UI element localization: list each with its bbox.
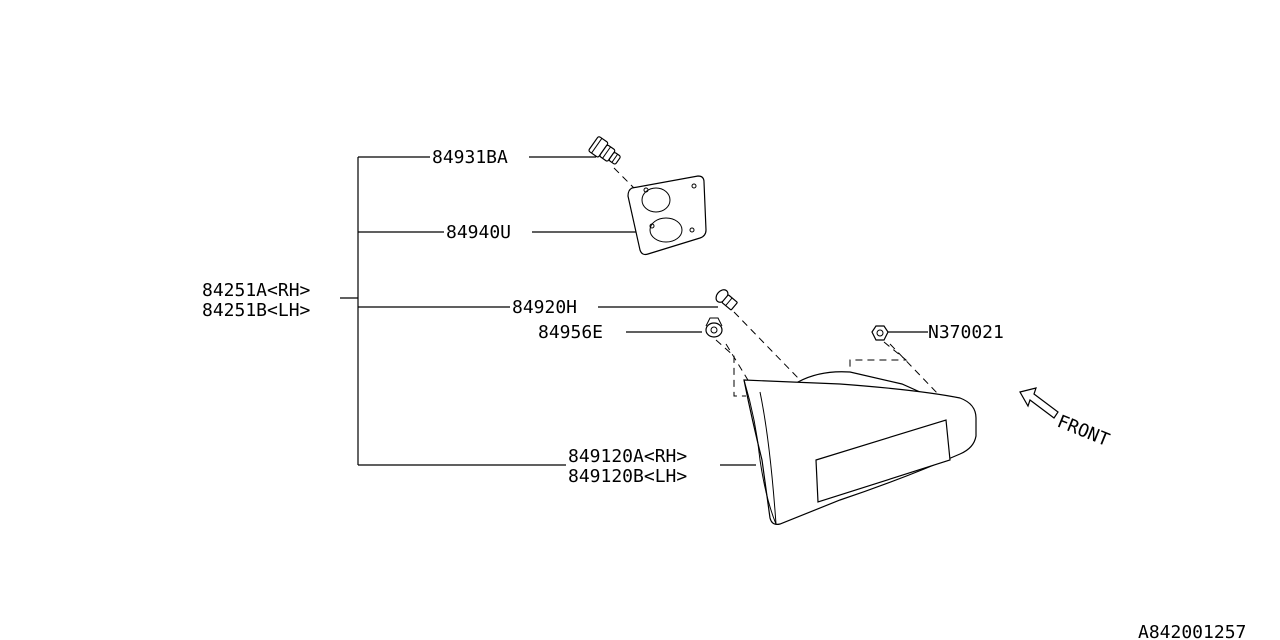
cushion-guide-line-2 — [725, 343, 755, 391]
assembly-label-lh: 84251B<LH> — [202, 300, 311, 321]
part-label-bulb: 84920H — [512, 297, 577, 318]
clip-guide-line — [849, 341, 908, 376]
socket-icon — [588, 136, 621, 165]
part-label-lens-rh: 849120A<RH> — [568, 446, 687, 467]
assembly-bracket — [340, 157, 359, 465]
part-label-lens-lh: 849120B<LH> — [568, 466, 687, 487]
socket-guide-line — [613, 167, 637, 191]
diagram-code: A842001257 — [1138, 622, 1246, 640]
cushion-icon — [705, 317, 723, 338]
clip-icon — [871, 325, 889, 341]
assembly-label-rh: 84251A<RH> — [202, 280, 311, 301]
part-label-socket: 84931BA — [432, 147, 508, 168]
gasket-icon — [627, 175, 707, 256]
front-label: FRONT — [1054, 411, 1112, 451]
part-label-clip: N370021 — [928, 322, 1004, 343]
bulb-icon — [715, 289, 738, 311]
bulb-guide-line — [733, 311, 801, 381]
part-label-gasket: 84940U — [446, 222, 511, 243]
lamp-housing-icon — [743, 371, 977, 525]
front-arrow-icon — [1019, 387, 1059, 419]
cushion-guide-line — [715, 339, 746, 397]
part-label-cushion: 84956E — [538, 322, 603, 343]
